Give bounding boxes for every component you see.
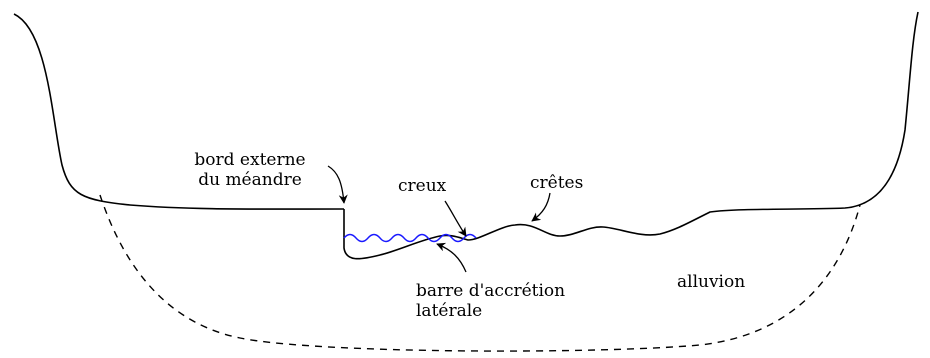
point-bar-label-line2: latérale bbox=[416, 301, 483, 321]
outer-bank-label-line1: bord externe bbox=[194, 150, 306, 170]
water-surface bbox=[343, 233, 477, 243]
alluvium-label: alluvion bbox=[677, 272, 746, 292]
outer-bank-arrow bbox=[327, 165, 348, 204]
trough-label: creux bbox=[398, 176, 447, 196]
point-bar-label: barre d'accrétion latérale bbox=[416, 281, 565, 321]
trough-arrow bbox=[444, 200, 467, 237]
alluvium-boundary bbox=[99, 194, 861, 352]
point-bar-label-line1: barre d'accrétion bbox=[416, 281, 566, 301]
point-bar-arrow bbox=[436, 242, 467, 273]
left-valley-wall bbox=[13, 13, 345, 210]
outer-bank-label-line2: du méandre bbox=[198, 170, 302, 190]
crests-label: crêtes bbox=[530, 173, 584, 193]
channel-bed-profile bbox=[343, 11, 919, 260]
crests-arrow bbox=[531, 192, 551, 222]
outer-bank-label: bord externe du méandre bbox=[180, 150, 320, 190]
